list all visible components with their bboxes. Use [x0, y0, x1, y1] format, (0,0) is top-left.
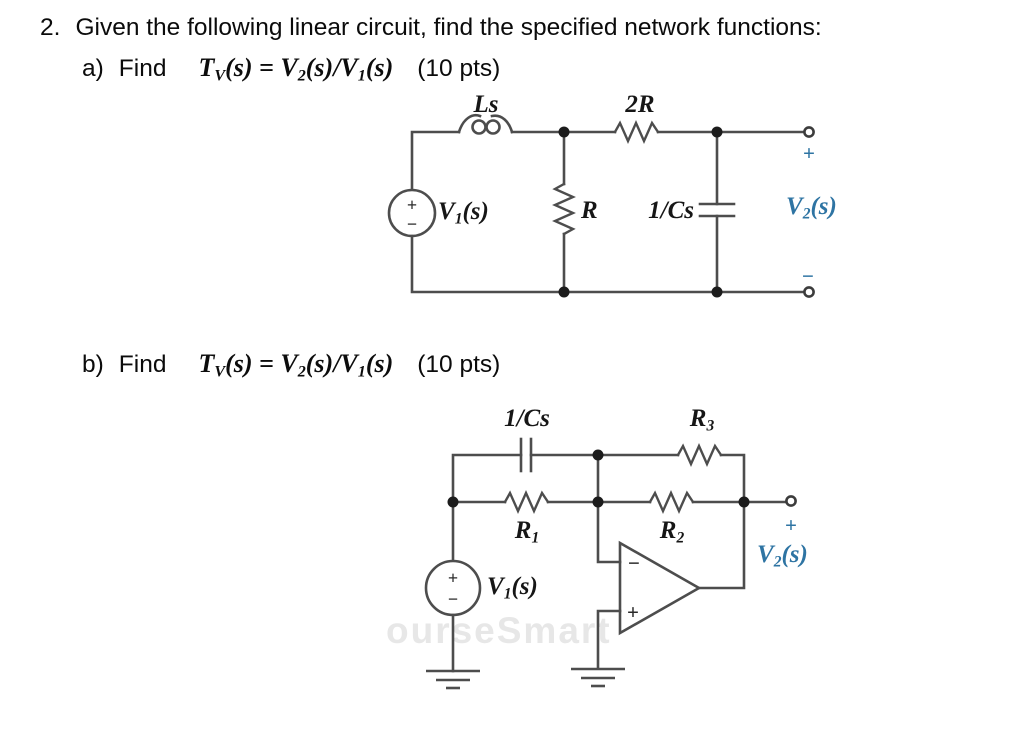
output-minus-sign-a: −	[802, 264, 814, 288]
problem-heading: 2. Given the following linear circuit, f…	[40, 13, 822, 42]
wire	[451, 453, 523, 504]
ground-symbol-source	[426, 669, 480, 690]
part-b-label: b)	[82, 351, 104, 378]
wire	[596, 500, 622, 564]
part-a-points: (10 pts)	[417, 55, 501, 82]
inductor-label: Ls	[473, 91, 499, 118]
series-resistor-label: 2R	[625, 91, 655, 118]
source-label-b: V1(s)	[487, 573, 538, 603]
node-dot	[592, 496, 604, 508]
resistor-2r	[613, 120, 660, 144]
r1-label: R1	[514, 517, 540, 547]
resistor-r	[552, 182, 576, 236]
output-terminal-minus	[803, 286, 815, 298]
circuit-b-schematic	[424, 437, 797, 690]
part-b-verb: Find	[118, 351, 167, 378]
capacitor-label-b: 1/Cs	[504, 405, 550, 432]
capacitor-label: 1/Cs	[648, 197, 694, 224]
part-a-line: a) Find TV(s) = V2(s)/V1(s) (10 pts)	[82, 53, 501, 85]
output-plus-sign-a: +	[803, 141, 815, 165]
part-b-transfer-function: TV(s) = V2(s)/V1(s)	[198, 349, 394, 381]
ground-symbol-opamp	[571, 667, 625, 688]
resistor-r1	[503, 490, 550, 514]
watermark: ourseSmart	[386, 610, 612, 651]
output-plus-sign-b: +	[785, 513, 797, 537]
node-dot	[711, 126, 723, 138]
part-a-transfer-function: TV(s) = V2(s)/V1(s)	[198, 53, 394, 85]
problem-number: 2.	[40, 14, 61, 41]
opamp-inverting-sign: −	[628, 551, 640, 575]
wire	[719, 453, 746, 504]
resistor-r2	[648, 490, 695, 514]
opamp-noninverting-sign: +	[627, 600, 639, 624]
wire	[697, 500, 746, 590]
source-minus-sign-a: −	[406, 214, 418, 234]
part-a-verb: Find	[118, 55, 167, 82]
node-dot	[558, 126, 570, 138]
wire	[410, 130, 461, 192]
capacitor-1cs	[698, 202, 736, 218]
inductor-ls	[457, 113, 514, 135]
wire	[410, 234, 805, 294]
source-minus-sign-b: −	[447, 589, 459, 609]
part-b-points: (10 pts)	[417, 351, 501, 378]
wire	[596, 609, 622, 670]
part-a-label: a)	[82, 55, 104, 82]
part-b-line: b) Find TV(s) = V2(s)/V1(s) (10 pts)	[82, 349, 501, 381]
problem-statement: Given the following linear circuit, find…	[75, 14, 822, 41]
node-dot	[447, 496, 459, 508]
r3-label: R3	[689, 405, 715, 435]
node-dot	[738, 496, 750, 508]
node-dot	[711, 286, 723, 298]
source-label-a: V1(s)	[438, 198, 489, 228]
capacitor-1cs-b	[519, 437, 533, 473]
output-voltage-label-b: V2(s)	[757, 541, 808, 571]
node-dot	[592, 449, 604, 461]
output-terminal-b	[785, 495, 797, 507]
r2-label: R2	[659, 517, 685, 547]
opamp-triangle	[618, 540, 702, 636]
output-voltage-label-a: V2(s)	[786, 193, 837, 223]
output-terminal-plus	[803, 126, 815, 138]
source-plus-sign-a: +	[406, 195, 418, 215]
source-plus-sign-b: +	[447, 568, 459, 588]
circuit-a-schematic	[387, 113, 815, 298]
node-dot	[558, 286, 570, 298]
shunt-resistor-label: R	[581, 197, 598, 224]
resistor-r3	[676, 443, 723, 467]
